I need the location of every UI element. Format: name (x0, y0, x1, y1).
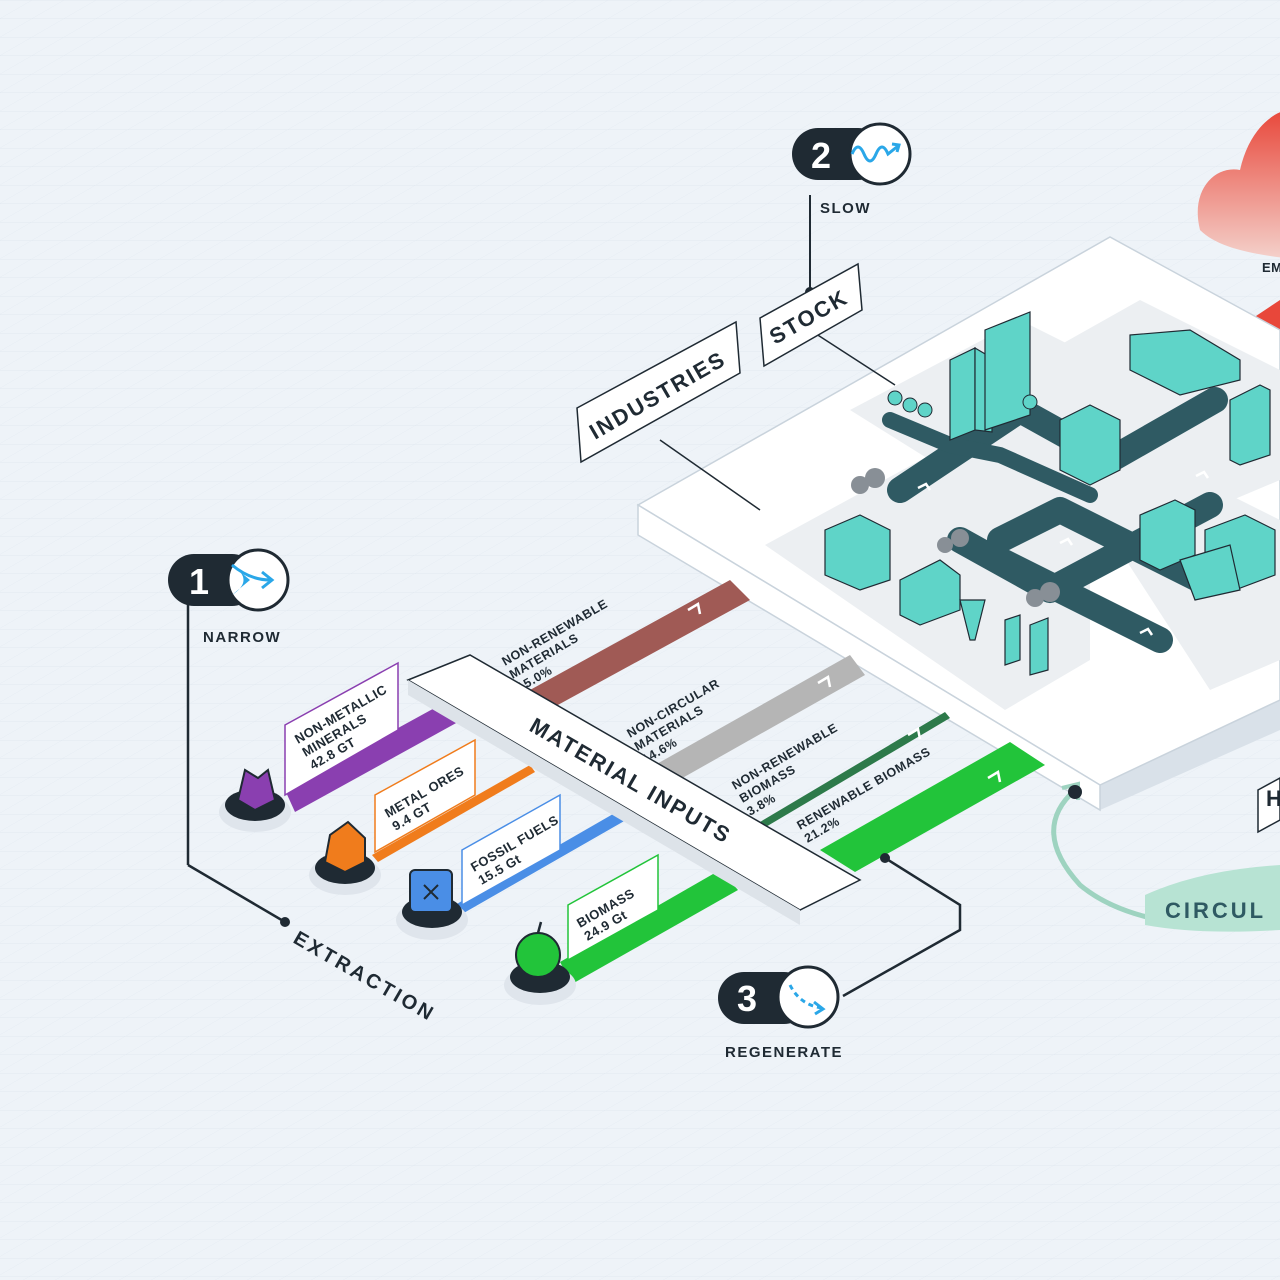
fuel-can-icon (396, 869, 468, 940)
source-flows (285, 705, 738, 984)
step-3-number: 3 (737, 978, 757, 1019)
flow-non-renewable-biomass (760, 712, 950, 828)
circular-loop: CIRCUL (1051, 781, 1280, 932)
right-label-box: H (1257, 777, 1280, 834)
step-3-regenerate: 3 REGENERATE (718, 853, 962, 1061)
flow-non-metallic-minerals (285, 705, 458, 812)
source-labels: NON-METALLIC MINERALS 42.8 GT METAL ORES… (284, 661, 659, 962)
emissions-label-partial: EM (1262, 260, 1280, 275)
step-1-number: 1 (189, 561, 209, 602)
minerals-icon (219, 768, 291, 832)
material-flows (530, 580, 1045, 872)
source-non-metallic-minerals: NON-METALLIC MINERALS 42.8 GT (284, 661, 399, 797)
flow-metal-ores (372, 765, 535, 862)
wave-arrow-icon (850, 142, 901, 163)
metal-ore-icon (309, 820, 381, 895)
step-2-number: 2 (811, 135, 831, 176)
narrow-arrow-icon (231, 563, 275, 595)
step-2-label: SLOW (820, 200, 871, 217)
flow-biomass (560, 870, 738, 984)
right-box-label-partial: H (1266, 786, 1280, 811)
apple-icon (504, 921, 576, 1005)
flow-non-renewable-materials (530, 580, 750, 712)
step-3-label: REGENERATE (725, 1044, 843, 1061)
flow-non-circular-materials (655, 655, 865, 785)
step-1-label: NARROW (203, 629, 281, 646)
circular-label-partial: CIRCUL (1165, 898, 1266, 923)
economy-platform (636, 236, 1280, 812)
flow-fossil-fuels (455, 810, 626, 914)
step-1-narrow: 1 NARROW (168, 548, 290, 927)
source-icons (219, 768, 576, 1005)
flow-renewable-biomass (820, 742, 1045, 872)
step-2-slow: 2 SLOW (792, 122, 912, 217)
source-fossil-fuels: FOSSIL FUELS 15.5 Gt (461, 793, 561, 907)
